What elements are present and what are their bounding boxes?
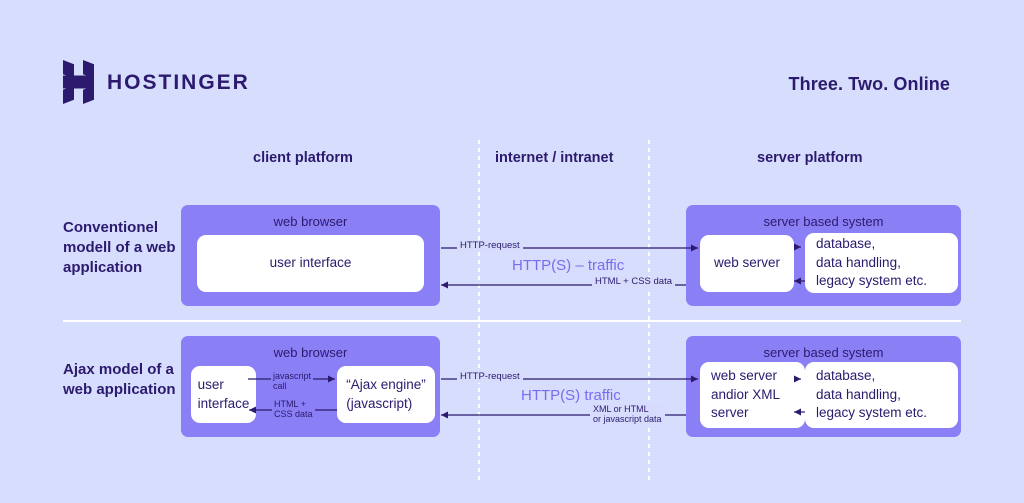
row-label-conventional: Conventionel modell of a web application [63, 219, 176, 276]
brand-name: HOSTINGER [107, 70, 250, 94]
box-web-server: web server [700, 235, 794, 292]
box-database: database,data handling,legacy system etc… [805, 233, 958, 293]
box-user-interface: user interface [197, 235, 424, 292]
label-http-traffic-conventional: HTTP(S) – traffic [512, 257, 625, 274]
column-divider-left [478, 140, 480, 480]
hostinger-h-logo-icon [63, 60, 94, 104]
column-header-network: internet / intranet [495, 150, 614, 166]
column-header-server: server platform [757, 150, 863, 166]
panel-title: server based system [763, 214, 884, 229]
label-html-css-data-browser: HTML +CSS data [272, 399, 315, 420]
box-database: database,data handling,legacy system etc… [805, 362, 958, 428]
brand-logo: HOSTINGER [63, 60, 250, 104]
row-label-ajax: Ajax model of a web application [63, 361, 176, 398]
row-divider [63, 320, 961, 322]
column-divider-right [648, 140, 650, 480]
brand-tagline: Three. Two. Online [788, 74, 950, 94]
box-ajax-engine: “Ajax engine”(javascript) [337, 366, 435, 423]
label-http-request-conventional: HTTP-request [457, 240, 523, 252]
panel-title: web browser [273, 214, 348, 229]
panel-title: web browser [273, 345, 348, 360]
conventional-web-browser-panel: web browser user interface [181, 205, 440, 306]
column-header-client: client platform [253, 150, 353, 166]
label-http-request-ajax: HTTP-request [457, 371, 523, 383]
panel-title: server based system [763, 345, 884, 360]
label-http-traffic-ajax: HTTP(S) traffic [521, 387, 621, 404]
label-html-css-data-conventional: HTML + CSS data [592, 276, 675, 288]
conventional-server-panel: server based system web server database,… [686, 205, 961, 306]
